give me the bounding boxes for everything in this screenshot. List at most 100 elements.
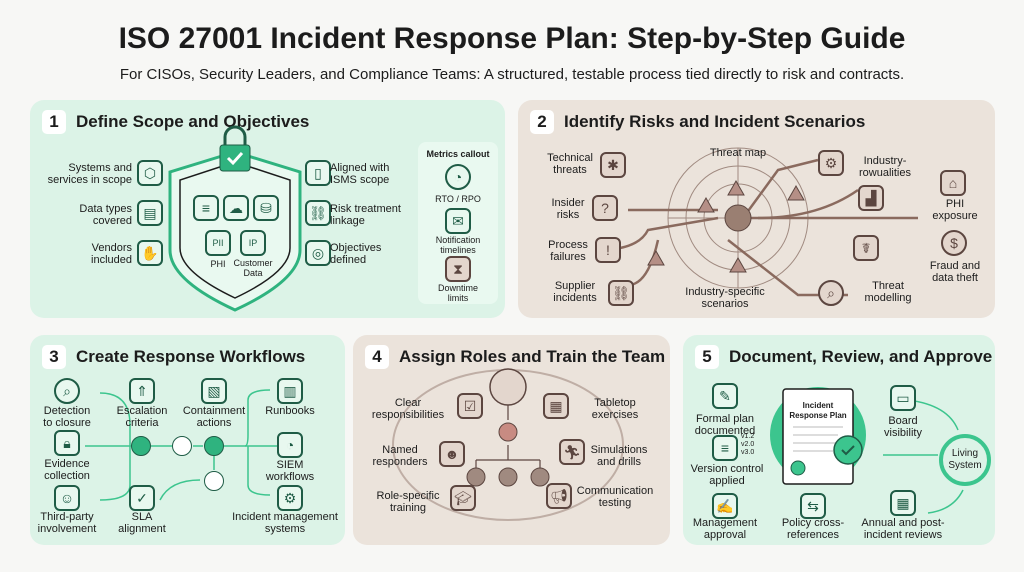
factory-icon: ▟ [858, 185, 884, 211]
approval-seal [833, 435, 863, 465]
document-pen-icon: ✎ [712, 383, 738, 409]
gear-arrow-icon: ⚙ [818, 150, 844, 176]
workflow-node [172, 436, 192, 456]
metrics-callout: ◔ ✉ ⧗ Metrics callout RTO / RPO Notifica… [418, 142, 498, 304]
lead-avatar [489, 368, 527, 406]
folder-caption: Customer Data [233, 258, 273, 278]
item-label: Escalation criteria [116, 405, 168, 429]
item-label: Role-specific training [376, 490, 440, 514]
step4-header: 4 Assign Roles and Train the Team [365, 345, 665, 369]
database-icon: ▤ [137, 200, 163, 226]
gear-icon: ⚙ [277, 485, 303, 511]
item-label: PHI exposure [932, 198, 978, 222]
person-icon [530, 467, 550, 487]
metric-label: RTO / RPO [435, 194, 481, 204]
money-hand-icon: $ [941, 230, 967, 256]
item-label: Tabletop exercises [591, 397, 639, 421]
people-icon: ☺ [54, 485, 80, 511]
item-label: Runbooks [265, 405, 315, 417]
item-label: Named responders [372, 444, 428, 468]
item-label: Containment actions [182, 405, 246, 429]
page-subtitle: For CISOs, Security Leaders, and Complia… [119, 66, 905, 83]
check-icon [226, 151, 244, 166]
item-label: Insider risks [551, 197, 585, 221]
folder-caption: PHI [210, 259, 226, 269]
gauge-icon: ◔ [445, 164, 471, 190]
version-list: v1.2 v2.0 v3.0 [741, 433, 755, 456]
item-label: Third-party involvement [37, 511, 97, 535]
step-title: Document, Review, and Approve [729, 347, 993, 366]
center-caption: Industry-specific scenarios [685, 286, 765, 310]
item-label: Policy cross- references [781, 517, 845, 541]
metrics-title: Metrics callout [426, 149, 490, 159]
network-icon: ⬡ [137, 160, 163, 186]
metric-label: Notification timelines [435, 235, 481, 255]
item-label: Communication testing [576, 485, 654, 509]
document-check-icon: ✓ [129, 485, 155, 511]
step-title: Define Scope and Objectives [76, 112, 310, 131]
workflow-node [204, 471, 224, 491]
medical-icon: ☤ [853, 235, 879, 261]
folder-icon-ip: IP [240, 230, 266, 256]
mail-clock-icon: ✉ [445, 208, 471, 234]
warning-icon [787, 184, 805, 201]
metric-label: Downtime limits [437, 283, 479, 303]
signature-icon: ✍ [712, 493, 738, 519]
living-system-label: Living System [948, 448, 982, 471]
swap-docs-icon: ⇆ [800, 493, 826, 519]
item-label: Board visibility [884, 415, 922, 439]
step-number: 4 [365, 345, 389, 369]
dashboard-icon: ◔ [277, 432, 303, 458]
workflow-node [204, 436, 224, 456]
group-icon: ☻ [439, 441, 465, 467]
hourglass-icon: ⧗ [445, 256, 471, 282]
warning-icon [727, 179, 745, 196]
shield-outline [168, 150, 302, 312]
clipboard-icon: ☑ [457, 393, 483, 419]
link-icon: ⛓ [305, 200, 331, 226]
running-icon: 🏃︎ [559, 439, 585, 465]
item-label: Aligned with ISMS scope [330, 162, 390, 186]
bug-icon: ✱ [600, 152, 626, 178]
item-label: Fraud and data theft [929, 260, 981, 284]
item-label: Vendors included [91, 242, 132, 266]
megaphone-icon: 📢︎ [546, 483, 572, 509]
document-icon: ▯ [305, 160, 331, 186]
person-icon [466, 467, 486, 487]
threat-map-label: Threat map [709, 147, 767, 159]
item-label: Threat modelling [864, 280, 912, 304]
workflow-node [131, 436, 151, 456]
step-title: Create Response Workflows [76, 347, 306, 366]
org-chart [392, 368, 624, 521]
plan-title: Incident Response Plan [789, 401, 847, 420]
item-label: Supplier incidents [553, 280, 597, 304]
item-label: Evidence collection [44, 458, 90, 482]
step-title: Assign Roles and Train the Team [399, 347, 666, 366]
step-number: 1 [42, 110, 66, 134]
meeting-icon: ▦ [543, 393, 569, 419]
shield-inner [179, 161, 291, 299]
item-label: SLA alignment [118, 511, 166, 535]
seal-icon [790, 460, 806, 476]
item-label: Risk treatment linkage [330, 203, 401, 227]
warning-icon [647, 249, 665, 266]
magnifier-bug-icon: ⌕ [818, 280, 844, 306]
cloud-icon: ☁ [223, 195, 249, 221]
person-icon [498, 467, 518, 487]
item-label: Annual and post- incident reviews [861, 517, 945, 541]
item-label: Management approval [692, 517, 758, 541]
item-label: Incident management systems [232, 511, 338, 535]
broken-link-icon: ⛓ [608, 280, 634, 306]
item-label: Industry- rowualities [859, 155, 911, 179]
gear-warning-icon: ! [595, 237, 621, 263]
warning-icon [697, 196, 715, 213]
presentation-icon: ▭ [890, 385, 916, 411]
server-icon: ≡ [193, 195, 219, 221]
workflow-arrows [85, 389, 280, 501]
